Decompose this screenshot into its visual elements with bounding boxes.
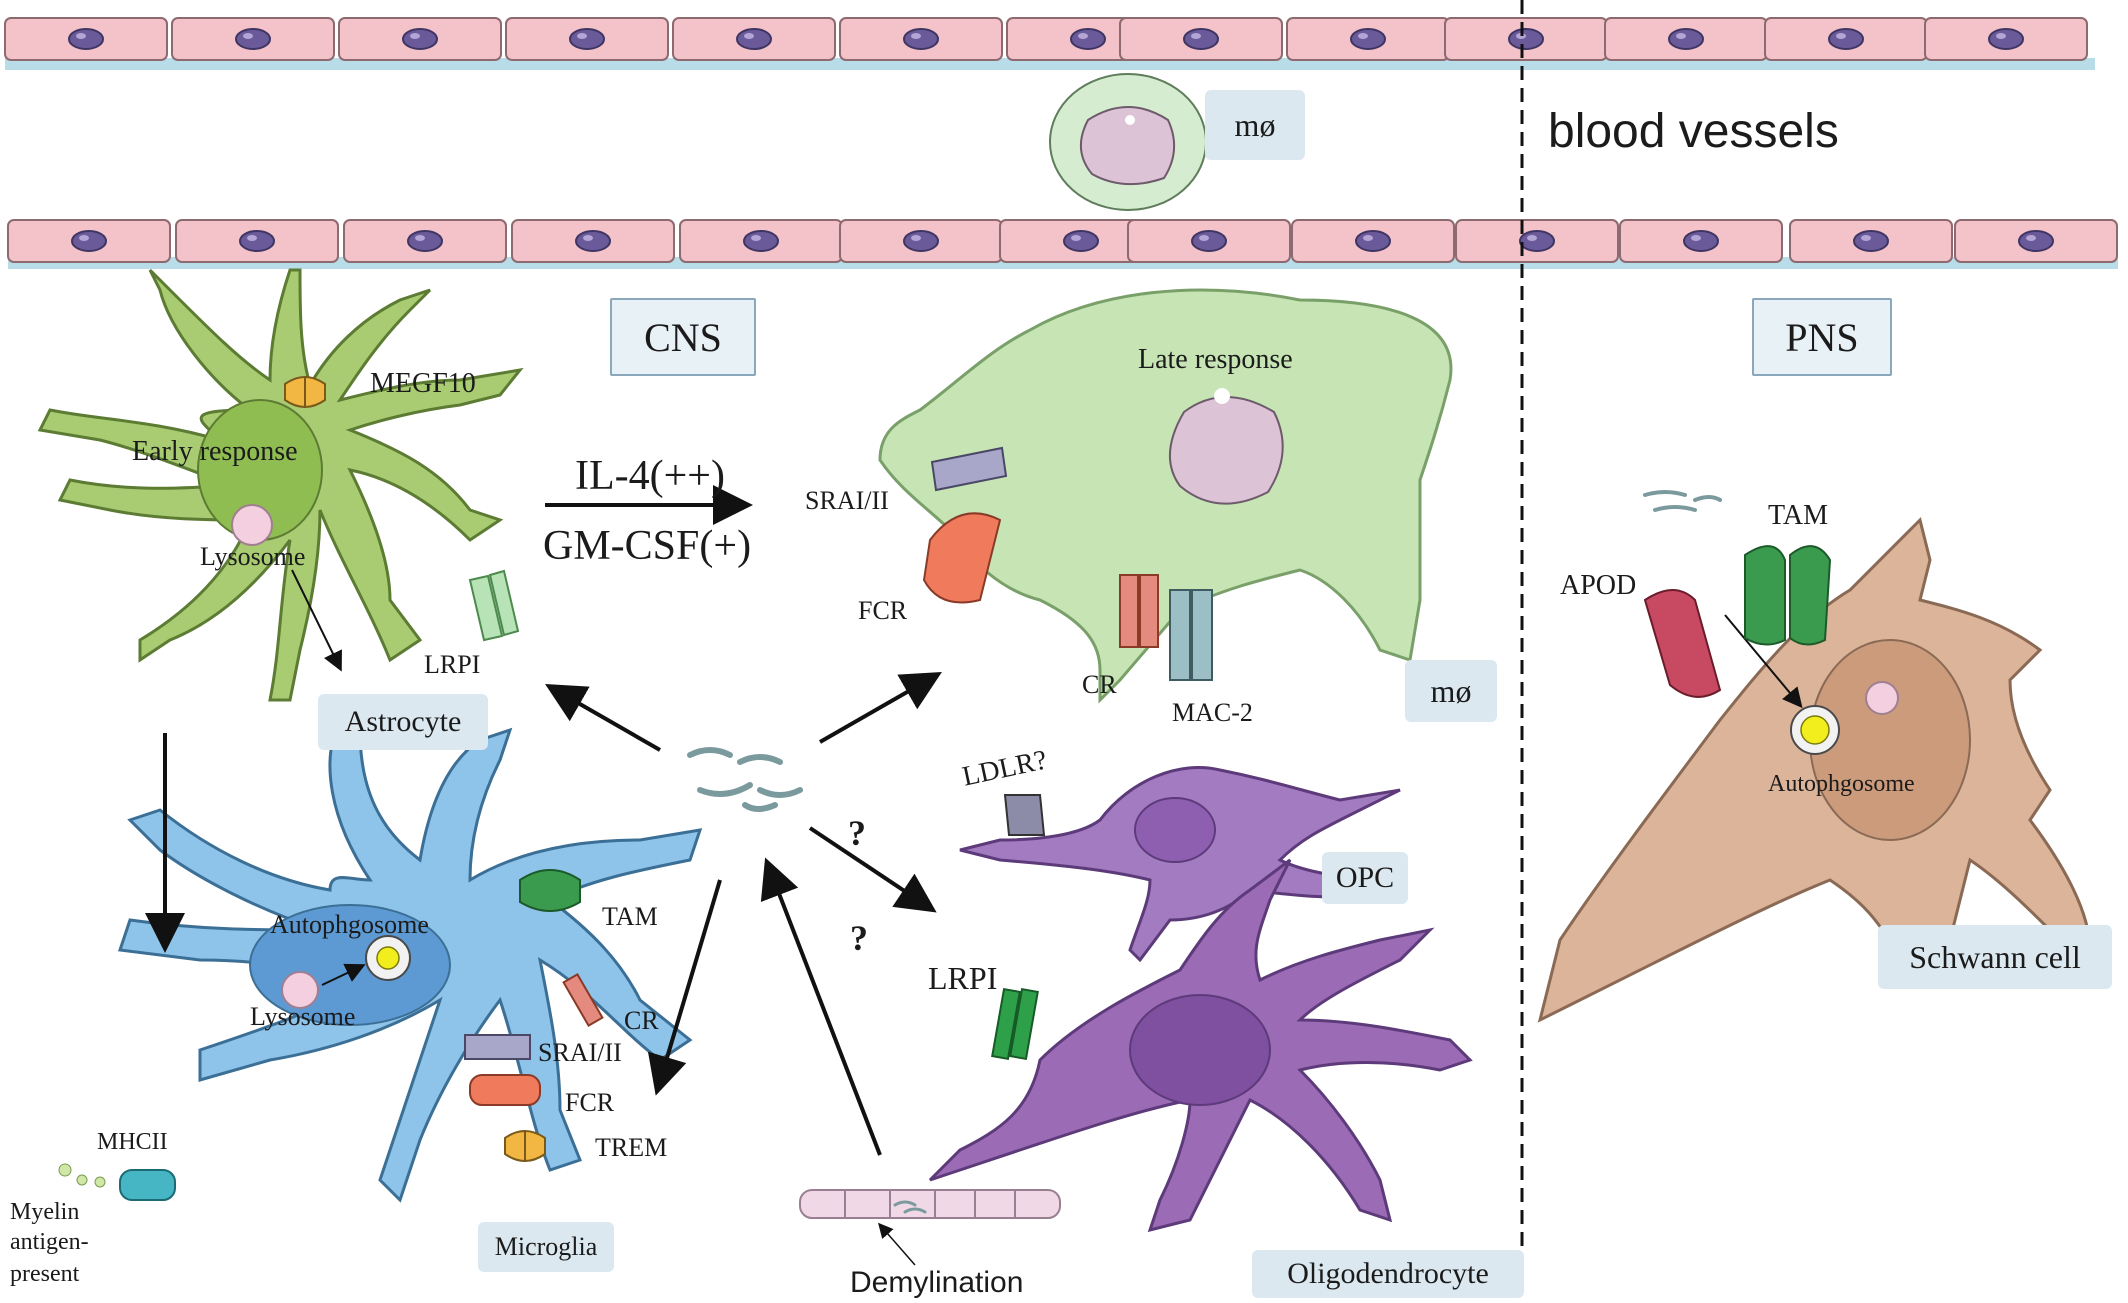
myelin-antigen-dots [58, 1163, 106, 1188]
schwann-cell-label: Schwann cell [1878, 925, 2112, 989]
astrocyte-cell [37, 268, 524, 702]
schwann-apod-receptor-icon [1643, 589, 1722, 698]
oligodendrocyte-lrpi-label: LRPI [928, 960, 998, 996]
uncertain-mark-oligodendrocyte: ? [850, 918, 868, 958]
early-response-label: Early response [132, 436, 298, 467]
opc-label: OPC [1322, 852, 1408, 904]
vessel-macrophage-label: mø [1205, 90, 1305, 160]
gmcsf-label: GM-CSF(+) [543, 523, 752, 569]
microglia-mhcii-label: MHCII [97, 1129, 168, 1155]
microglia-cell [117, 696, 703, 1203]
microglia-tam-label: TAM [602, 902, 658, 931]
demyelination-debris-icon [893, 1200, 927, 1214]
myelin-debris-pns [1643, 490, 1722, 512]
myelin-antigen-line-2: antigen- [10, 1229, 89, 1255]
macrophage-mac2-label: MAC-2 [1172, 698, 1253, 727]
microglia-lysosome-label: Lysosome [250, 1002, 356, 1031]
macrophage-cr-label: CR [1082, 670, 1117, 699]
schwann-autophagosome-label: Autophgosome [1768, 771, 1915, 797]
microglia-fcr-label: FCR [565, 1088, 615, 1117]
megf10-receptor-icon [284, 375, 326, 409]
astrocyte-lrpi-receptor-icon [468, 569, 520, 642]
astrocyte-lysosome-label: Lysosome [200, 542, 306, 571]
blood-vessels-title: blood vessels [1548, 105, 1839, 158]
microglia-label: Microglia [478, 1222, 614, 1272]
vessel-macrophage-cell [1049, 73, 1207, 211]
microglia-fcr-receptor-icon [469, 1074, 541, 1106]
macrophage-mac2-receptor-icon [1169, 589, 1213, 681]
late-response-macrophage-cell [878, 288, 1453, 704]
astrocyte-label: Astrocyte [318, 694, 488, 750]
pns-region-label: PNS [1752, 298, 1892, 376]
schwann-tam-label: TAM [1768, 500, 1828, 531]
cns-region-label: CNS [610, 298, 756, 376]
schwann-apod-label: APOD [1560, 570, 1637, 601]
megf10-label: MEGF10 [370, 368, 476, 399]
macrophage-srai-label: SRAI/II [805, 486, 889, 515]
lower-vessel-wall [7, 219, 2118, 269]
macrophage-label: mø [1405, 660, 1497, 722]
late-response-label: Late response [1138, 344, 1293, 375]
macrophage-cr-receptor-icon [1119, 574, 1159, 648]
myelin-sheath-segments [799, 1189, 1061, 1219]
microglia-trem-receptor-icon [504, 1129, 546, 1163]
microglia-srai-label: SRAI/II [538, 1038, 622, 1067]
oligodendrocyte-label: Oligodendrocyte [1252, 1250, 1524, 1298]
myelin-debris-center [687, 747, 803, 812]
demyelination-label: Demylination [850, 1266, 1024, 1299]
myelin-antigen-line-1: Myelin [10, 1199, 80, 1225]
uncertain-mark-opc: ? [848, 813, 866, 853]
macrophage-fcr-label: FCR [858, 596, 908, 625]
oligodendrocyte-cell [928, 858, 1473, 1233]
opc-ldlr-receptor-icon [1003, 794, 1046, 836]
myelin-antigen-line-3: present [10, 1261, 80, 1287]
microglia-cr-label: CR [624, 1006, 659, 1035]
demyelination-pointer [878, 1222, 916, 1266]
oligodendrocyte-lrpi-receptor-icon [991, 987, 1039, 1061]
microglia-cr-receptor-icon [562, 972, 604, 1028]
macrophage-srai-receptor-icon [930, 446, 1008, 492]
macrophage-fcr-receptor-icon [922, 512, 1002, 604]
microglia-autophagosome-label: Autophgosome [270, 910, 429, 939]
microglia-tam-receptor-icon [519, 869, 581, 912]
microglia-mhcii-receptor-icon [119, 1169, 176, 1201]
microglia-trem-label: TREM [595, 1133, 668, 1162]
pathway-arrows [145, 485, 942, 1156]
schwann-tam-receptor-icon [1744, 545, 1832, 646]
upper-vessel-wall [4, 17, 2095, 70]
il4-label: IL-4(++) [575, 453, 725, 499]
schwann-cell [1537, 517, 2092, 1023]
astrocyte-lrpi-label: LRPI [424, 650, 481, 679]
microglia-srai-receptor-icon [464, 1034, 531, 1060]
